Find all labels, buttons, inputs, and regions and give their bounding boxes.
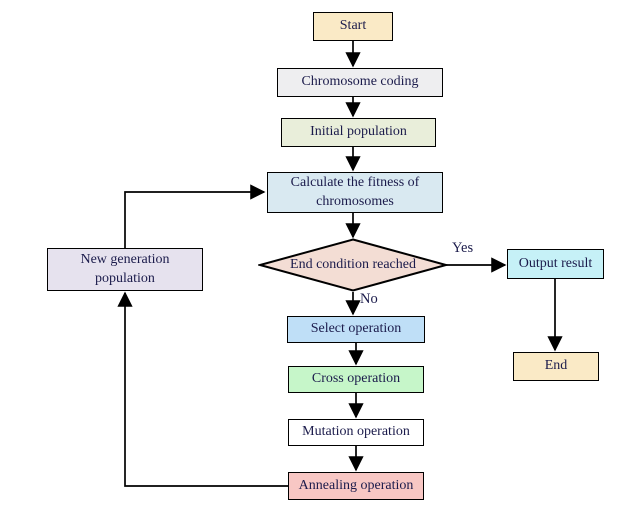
node-mutation-operation: Mutation operation	[288, 419, 424, 446]
node-calculate-fitness-label: Calculate the fitness of chromosomes	[290, 175, 420, 209]
edge-label-yes: Yes	[452, 240, 474, 256]
node-select-operation: Select operation	[287, 316, 425, 343]
node-select-operation-label: Select operation	[310, 321, 402, 337]
node-end: End	[513, 352, 599, 381]
edge-label-no: No	[360, 291, 378, 307]
node-output-result-label: Output result	[518, 255, 593, 271]
node-cross-operation: Cross operation	[288, 366, 424, 393]
node-cross-operation-label: Cross operation	[311, 371, 401, 387]
node-chromosome-coding: Chromosome coding	[277, 68, 443, 97]
node-annealing-operation-label: Annealing operation	[298, 477, 414, 493]
edge-annealing-to-new-generation	[117, 291, 288, 487]
node-output-result: Output result	[507, 249, 604, 279]
decision-diamond-shape	[258, 238, 448, 292]
node-end-condition-label: End condition reached	[290, 257, 416, 272]
node-new-generation-population-label: New generation population	[80, 252, 170, 286]
node-initial-population-label: Initial population	[310, 124, 407, 140]
node-mutation-operation-label: Mutation operation	[302, 424, 410, 440]
node-new-generation-population: New generation population	[47, 248, 203, 291]
node-end-condition-decision: End condition reached	[258, 238, 448, 292]
edge-new-generation-to-calculate-fitness	[124, 184, 266, 248]
node-initial-population: Initial population	[281, 118, 436, 147]
node-calculate-fitness: Calculate the fitness of chromosomes	[267, 172, 443, 213]
node-chromosome-coding-label: Chromosome coding	[301, 74, 419, 90]
node-end-label: End	[544, 358, 568, 374]
node-start-label: Start	[339, 18, 367, 34]
node-start: Start	[313, 12, 393, 41]
node-annealing-operation: Annealing operation	[288, 472, 424, 500]
